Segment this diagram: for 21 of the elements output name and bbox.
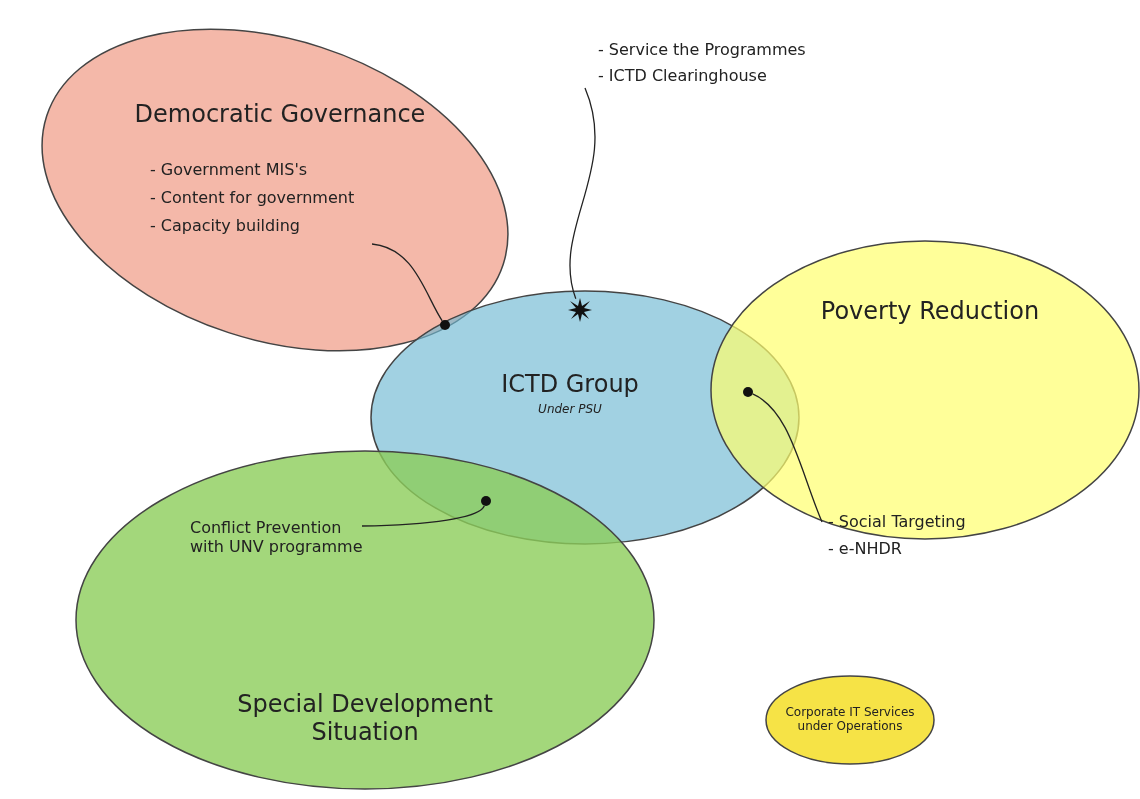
subtitle: Under PSU	[537, 402, 603, 416]
leader-line	[751, 393, 823, 523]
leader-line	[361, 505, 485, 527]
note-text: Conflict Prevention with UNV programme	[190, 518, 364, 556]
region-label: Corporate IT Services under Operations	[784, 705, 916, 733]
bullet-item: - Government MIS's	[150, 160, 308, 179]
bullet-item: - Content for government	[150, 188, 355, 207]
bullet-item: - Service the Programmes	[598, 40, 806, 59]
leader-line	[371, 243, 443, 322]
bullet-item: - Capacity building	[150, 216, 300, 235]
dot-marker	[481, 496, 491, 506]
dot-marker	[440, 320, 450, 330]
region-heading: ICTD Group	[500, 370, 640, 398]
leader-line	[569, 87, 596, 300]
bullet-item: - Social Targeting	[828, 512, 966, 531]
region-heading: Democratic Governance	[133, 100, 427, 128]
bullet-item: - e-NHDR	[828, 539, 902, 558]
region-heading: Special Development Situation	[236, 690, 494, 746]
bullet-item: - ICTD Clearinghouse	[598, 66, 767, 85]
region-heading: Poverty Reduction	[820, 297, 1040, 325]
dot-marker	[743, 387, 753, 397]
